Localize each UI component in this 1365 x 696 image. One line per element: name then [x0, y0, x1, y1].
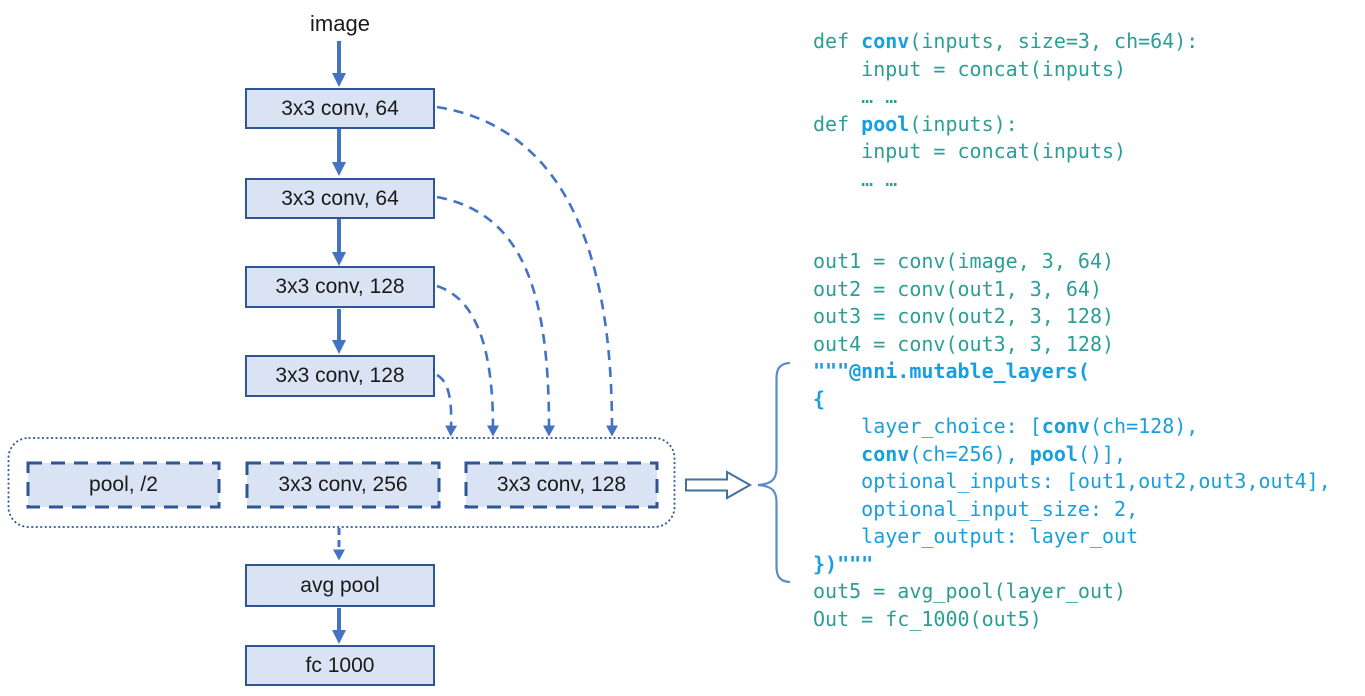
- code-token: {: [813, 386, 826, 411]
- code-token: [813, 442, 861, 466]
- conv-box-2: 3x3 conv, 64: [245, 178, 435, 219]
- code-token: ()],: [1077, 441, 1127, 466]
- code-line: })""": [813, 551, 1331, 579]
- code-token: def: [813, 29, 862, 53]
- brace-icon: [757, 361, 791, 584]
- code-token: conv: [861, 441, 910, 466]
- transform-arrow-icon: [685, 470, 753, 500]
- code-token: out1 = conv(image, 3, 64): [813, 249, 1115, 273]
- code-line: """@nni.mutable_layers(: [813, 358, 1331, 386]
- code-line: optional_inputs: [out1,out2,out3,out4],: [813, 468, 1331, 496]
- code-line: Out = fc_1000(out5): [813, 606, 1331, 634]
- code-line: layer_output: layer_out: [813, 523, 1331, 551]
- code-token: out3 = conv(out2, 3, 128): [813, 304, 1115, 328]
- code-line: conv(ch=256), pool()],: [813, 441, 1331, 469]
- code-token: (ch=128),: [1089, 414, 1199, 438]
- code-token: input = concat(inputs): [813, 56, 1127, 81]
- skip-arrow-out2: [436, 195, 555, 437]
- code-token: pool: [861, 111, 910, 136]
- code-line: … …: [813, 166, 1331, 194]
- code-line: input = concat(inputs): [813, 56, 1331, 84]
- code-line: … …: [813, 83, 1331, 111]
- fc-box: fc 1000: [245, 645, 435, 686]
- code-token: conv: [861, 29, 910, 53]
- code-panel: def conv(inputs, size=3, ch=64): input =…: [813, 28, 1331, 633]
- avgpool-box: avg pool: [245, 564, 435, 607]
- code-token: pool: [1029, 441, 1078, 466]
- code-token: })""": [813, 551, 874, 576]
- code-token: optional_inputs: [out1,out2,out3,out4],: [813, 469, 1331, 493]
- code-line: out4 = conv(out3, 3, 128): [813, 331, 1331, 359]
- code-token: … …: [813, 84, 898, 108]
- code-token: (ch=256),: [909, 441, 1030, 466]
- code-line: def conv(inputs, size=3, ch=64):: [813, 28, 1331, 56]
- code-token: out4 = conv(out3, 3, 128): [813, 331, 1115, 356]
- conv-box-4: 3x3 conv, 128: [245, 355, 435, 397]
- choice-box-pool: [26, 461, 221, 509]
- choice-box-conv256: [245, 461, 441, 509]
- choice-label-pool: pool, /2: [89, 473, 158, 496]
- conv-box-3: 3x3 conv, 128: [245, 266, 435, 308]
- code-line: [813, 221, 1331, 249]
- code-line: [813, 193, 1331, 221]
- code-token: (inputs, size=3, ch=64):: [909, 29, 1199, 53]
- code-token: input = concat(inputs): [813, 139, 1127, 163]
- code-line: input = concat(inputs): [813, 138, 1331, 166]
- code-token: def: [813, 111, 862, 136]
- choice-box-conv128: [464, 461, 659, 509]
- code-token: layer_output: layer_out: [813, 524, 1139, 548]
- code-line: {: [813, 386, 1331, 414]
- code-token: conv: [1041, 414, 1090, 438]
- code-token: optional_input_size: 2,: [813, 496, 1139, 521]
- code-line: out2 = conv(out1, 3, 64): [813, 276, 1331, 304]
- code-token: Out = fc_1000(out5): [813, 606, 1042, 631]
- code-token: out5 = avg_pool(layer_out): [813, 579, 1127, 603]
- code-token: """@nni.mutable_layers(: [813, 359, 1090, 383]
- code-token: layer_choice: [: [813, 414, 1042, 438]
- code-token: out2 = conv(out1, 3, 64): [813, 276, 1102, 301]
- skip-arrow-out4: [436, 373, 458, 437]
- skip-arrow-out3: [436, 284, 499, 437]
- code-token: (inputs):: [909, 111, 1018, 136]
- conv-box-1: 3x3 conv, 64: [245, 88, 435, 129]
- code-line: out5 = avg_pool(layer_out): [813, 578, 1331, 606]
- choice-label-conv128: 3x3 conv, 128: [496, 473, 627, 496]
- choice-label-conv256: 3x3 conv, 256: [278, 473, 408, 496]
- code-line: def pool(inputs):: [813, 111, 1331, 139]
- code-line: out3 = conv(out2, 3, 128): [813, 303, 1331, 331]
- input-label: image: [310, 11, 370, 36]
- code-line: out1 = conv(image, 3, 64): [813, 248, 1331, 276]
- code-line: optional_input_size: 2,: [813, 496, 1331, 524]
- skip-arrow-out1: [436, 105, 618, 437]
- code-line: layer_choice: [conv(ch=128),: [813, 413, 1331, 441]
- code-token: … …: [813, 166, 898, 191]
